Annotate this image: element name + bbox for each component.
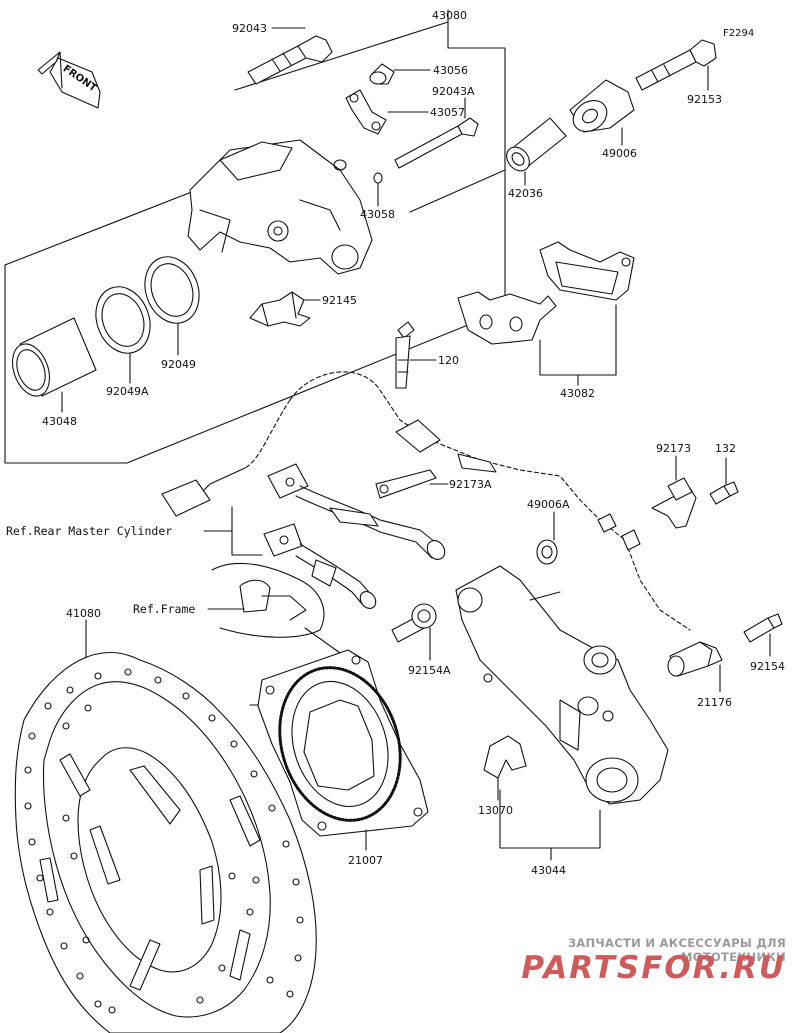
bracket-43057	[345, 89, 387, 135]
brake-disc-41080	[14, 652, 317, 1033]
label-41080: 41080	[66, 607, 101, 620]
label-132: 132	[715, 442, 736, 455]
label-43058: 43058	[360, 208, 395, 221]
label-92043A: 92043A	[432, 85, 475, 98]
pin-92043A	[394, 117, 479, 169]
watermark-brand-logo: PARTSFOR.RU	[521, 950, 786, 986]
label-92145: 92145	[322, 294, 357, 307]
spring-92145	[249, 291, 311, 327]
label-92043: 92043	[232, 22, 267, 35]
frame-reference	[211, 562, 325, 638]
label-92049A: 92049A	[106, 385, 149, 398]
label-120: 120	[438, 354, 459, 367]
label-92049: 92049	[161, 358, 196, 371]
bolt-92154A	[391, 603, 437, 643]
label-42036: 42036	[508, 187, 543, 200]
bolt-120	[395, 321, 415, 389]
label-43056: 43056	[433, 64, 468, 77]
caliper-body	[187, 139, 373, 275]
bolt-132	[709, 481, 739, 505]
seal-92049A	[95, 286, 151, 354]
watermark-tagline: ЗАПЧАСТИ И АКСЕССУАРЫ ДЛЯ МОТОТЕХНИКИ	[567, 936, 786, 964]
abs-sensor-21176	[667, 641, 723, 677]
abs-sensor-cable	[289, 371, 691, 631]
label-92173: 92173	[656, 442, 691, 455]
front-arrow-icon	[37, 51, 101, 109]
label-ref-rear-master-cylinder: Ref.Rear Master Cylinder	[6, 524, 172, 538]
bleeder-43056	[369, 63, 395, 85]
label-13070: 13070	[478, 804, 513, 817]
label-92153: 92153	[687, 93, 722, 106]
bolt-92043	[247, 35, 333, 85]
clamp-92173A	[375, 469, 437, 499]
abs-rotor-21007	[257, 649, 429, 837]
label-21007: 21007	[348, 854, 383, 867]
label-49006: 49006	[602, 147, 637, 160]
part-labels: F2294 92043 43080 43056 92043A 43057 430…	[6, 9, 785, 877]
boot-49006A	[536, 539, 558, 565]
label-92173A: 92173A	[449, 478, 492, 491]
label-43082: 43082	[560, 387, 595, 400]
boot-49006	[569, 79, 635, 133]
label-43048: 43048	[42, 415, 77, 428]
label-92154A: 92154A	[408, 664, 451, 677]
brake-hose-assembly	[161, 463, 446, 609]
label-ref-frame: Ref.Frame	[133, 602, 195, 616]
label-92154: 92154	[750, 660, 785, 673]
clamp-92173	[651, 477, 697, 529]
brake-pad-inner	[539, 241, 635, 301]
bolt-92154	[743, 613, 783, 643]
label-49006A: 49006A	[527, 498, 570, 511]
piston-43048	[11, 317, 97, 397]
label-43080: 43080	[432, 9, 467, 22]
label-21176: 21176	[697, 696, 732, 709]
pad-spring-13070	[483, 735, 527, 779]
diagram-code: F2294	[723, 28, 754, 39]
caliper-bracket-43044	[455, 565, 669, 805]
bolt-92153	[635, 39, 717, 91]
label-43044: 43044	[531, 864, 566, 877]
collar-42036	[506, 117, 567, 172]
label-43057: 43057	[430, 106, 465, 119]
seal-92049	[144, 256, 200, 324]
disc-drill-holes	[24, 668, 304, 1014]
brake-pad-outer	[457, 291, 557, 345]
oring-43058	[373, 172, 383, 184]
